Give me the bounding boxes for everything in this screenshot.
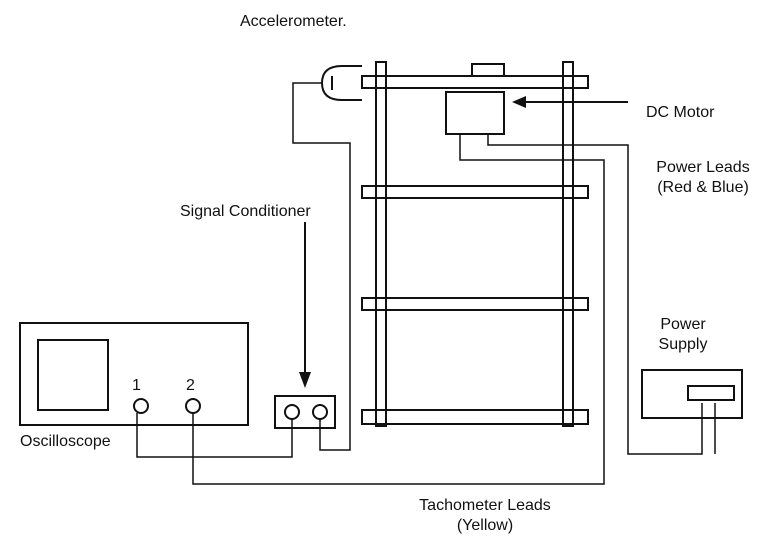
third-floor-plate (361, 297, 589, 311)
signal-conditioner-box (274, 395, 336, 429)
power-supply (641, 369, 743, 419)
left-column (375, 61, 387, 427)
power-supply-label: Power Supply (640, 315, 726, 355)
second-floor-plate (361, 185, 589, 199)
right-column (562, 61, 574, 427)
dc-motor-label: DC Motor (646, 104, 715, 121)
power-leads-label-line-1: Power Leads (656, 159, 750, 176)
power-supply-label-line-2: Supply (658, 336, 708, 353)
channel-1-label: 1 (132, 377, 141, 394)
power-leads-label-line-2: (Red & Blue) (657, 179, 749, 196)
power-supply-case (641, 369, 743, 419)
oscilloscope-label: Oscilloscope (20, 433, 111, 450)
accelerometer-body (320, 65, 362, 101)
dc-motor (445, 91, 505, 135)
shaker-frame (361, 61, 589, 427)
tachometer-leads-label: Tachometer Leads (Yellow) (390, 496, 580, 536)
tachometer-leads-label-line-1: Tachometer Leads (419, 497, 551, 514)
signal-conditioner-jack-1 (284, 404, 300, 420)
power-lead-a (487, 134, 703, 455)
tachometer-leads-label-line-2: (Yellow) (456, 517, 514, 534)
tachometer-lead (192, 134, 605, 485)
dc-motor-arrowhead (512, 96, 526, 108)
channel-2-label: 2 (186, 377, 195, 394)
accelerometer-label: Accelerometer. (240, 13, 347, 30)
top-bracket (471, 63, 505, 77)
base-plate (361, 409, 589, 425)
power-leads-label: Power Leads (Red & Blue) (640, 158, 766, 198)
signal-conditioner (274, 222, 336, 429)
power-supply-label-line-1: Power (660, 316, 706, 333)
oscilloscope-case (19, 322, 249, 426)
oscilloscope (19, 322, 249, 426)
accelerometer-cable (292, 82, 351, 451)
wiring (136, 82, 716, 485)
power-supply-display (687, 385, 735, 401)
signal-conditioner-label: Signal Conditioner (180, 203, 311, 220)
oscilloscope-screen (37, 339, 109, 411)
signal-conditioner-jack-2 (312, 404, 328, 420)
oscilloscope-channel-2-jack (185, 398, 201, 414)
channel-1-cable (136, 413, 293, 458)
oscilloscope-channel-1-jack (133, 398, 149, 414)
signal-conditioner-arrowhead (299, 372, 311, 388)
top-floor-plate (361, 75, 589, 89)
accelerometer (320, 65, 362, 101)
